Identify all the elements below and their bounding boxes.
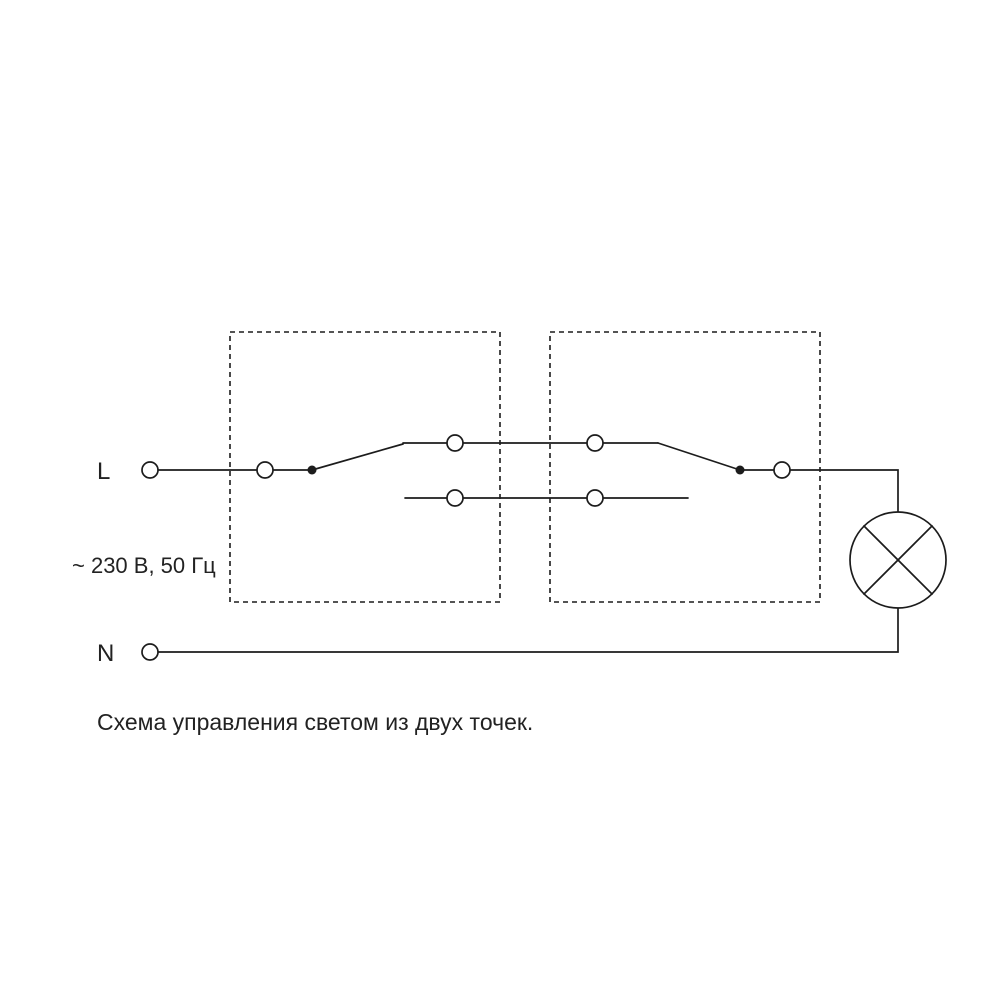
switch-2-enclosure — [549, 331, 821, 603]
neutral-terminal-circle — [141, 643, 159, 661]
supply-rating-label: ~ 230 В, 50 Гц — [72, 553, 216, 578]
line-terminal-circle — [141, 461, 159, 479]
diagram-caption: Схема управления светом из двух точек. — [97, 709, 533, 735]
switch-1-pivot-dot — [307, 465, 317, 475]
line-terminal-label: L — [97, 458, 110, 485]
neutral-return-wire — [157, 607, 899, 653]
switch-2-pivot-dot — [735, 465, 745, 475]
neutral-terminal-label: N — [97, 640, 114, 667]
switch-1-top-contact — [446, 434, 464, 452]
lamp-feed-wire — [789, 469, 899, 513]
switch-2-blade — [657, 442, 741, 471]
switch-2-top-contact — [586, 434, 604, 452]
switch-1-enclosure — [229, 331, 501, 603]
switch-1-blade — [311, 443, 404, 471]
switch-2-common-terminal — [773, 461, 791, 479]
switch-2-bottom-contact — [586, 489, 604, 507]
switch-1-common-terminal — [256, 461, 274, 479]
lamp-cross-diagonal-2 — [863, 525, 933, 595]
switch-1-bottom-contact — [446, 489, 464, 507]
